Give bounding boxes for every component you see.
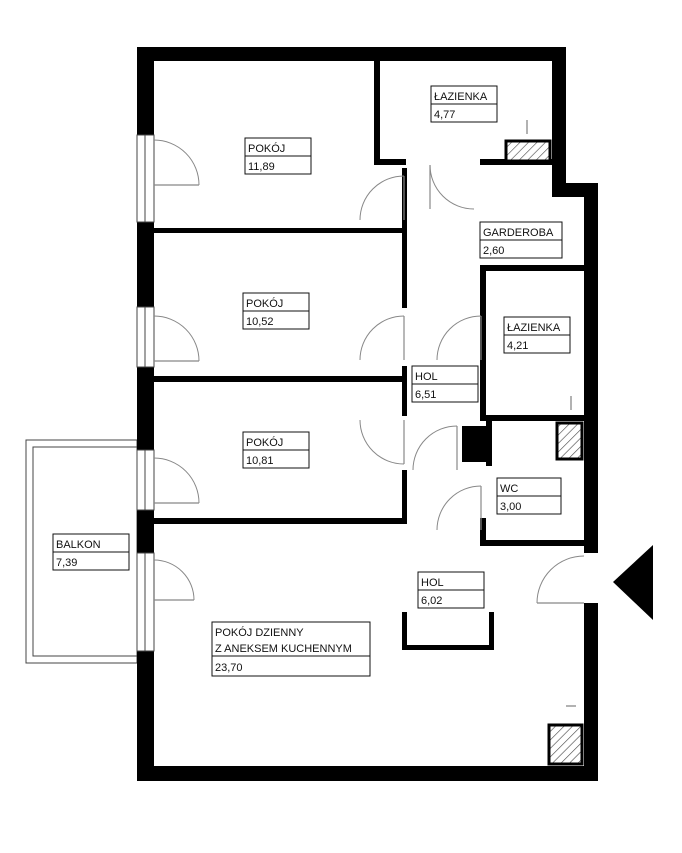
svg-text:23,70: 23,70 [215,662,243,674]
room-label-garderoba: GARDEROBA 2,60 [479,221,563,259]
svg-text:6,02: 6,02 [421,595,442,607]
svg-text:10,52: 10,52 [246,316,274,328]
entrance-arrow-icon [613,545,653,620]
svg-text:11,89: 11,89 [248,161,275,173]
svg-text:2,60: 2,60 [483,245,504,257]
room-label-pokoj-dzienny: POKÓJ DZIENNY Z ANEKSEM KUCHENNYM 23,70 [211,621,371,677]
room-label-wc: WC 3,00 [496,477,562,515]
windows [136,134,155,652]
svg-text:7,39: 7,39 [56,557,77,569]
room-label-lazienka-1: ŁAZIENKA 4,77 [430,85,498,123]
room-label-pokoj-2: POKÓJ 10,52 [242,292,310,330]
room-label-hol-2: HOL 6,02 [417,571,485,609]
svg-text:6,51: 6,51 [415,389,436,401]
svg-text:BALKON: BALKON [56,539,101,551]
room-label-balkon: BALKON 7,39 [52,533,130,571]
svg-text:GARDEROBA: GARDEROBA [483,227,554,239]
room-label-pokoj-1: POKÓJ 11,89 [244,137,312,175]
outer-walls [137,47,598,781]
svg-text:POKÓJ DZIENNY: POKÓJ DZIENNY [215,626,304,639]
room-label-pokoj-3: POKÓJ 10,81 [242,431,310,469]
room-label-hol-1: HOL 6,51 [411,365,479,403]
svg-text:4,21: 4,21 [507,340,528,352]
door-swings [153,139,585,604]
svg-text:POKÓJ: POKÓJ [248,142,285,155]
svg-text:POKÓJ: POKÓJ [246,436,283,449]
ventilation-shaft-icon [504,120,584,766]
svg-text:HOL: HOL [415,371,438,383]
svg-text:Z ANEKSEM KUCHENNYM: Z ANEKSEM KUCHENNYM [215,643,352,655]
svg-text:POKÓJ: POKÓJ [246,297,283,310]
svg-text:WC: WC [500,483,518,495]
svg-text:HOL: HOL [421,577,444,589]
svg-text:4,77: 4,77 [434,109,455,121]
svg-text:ŁAZIENKA: ŁAZIENKA [507,322,561,334]
room-label-lazienka-2: ŁAZIENKA 4,21 [503,316,571,354]
svg-text:ŁAZIENKA: ŁAZIENKA [434,91,488,103]
svg-text:10,81: 10,81 [246,455,274,467]
svg-text:3,00: 3,00 [500,501,521,513]
